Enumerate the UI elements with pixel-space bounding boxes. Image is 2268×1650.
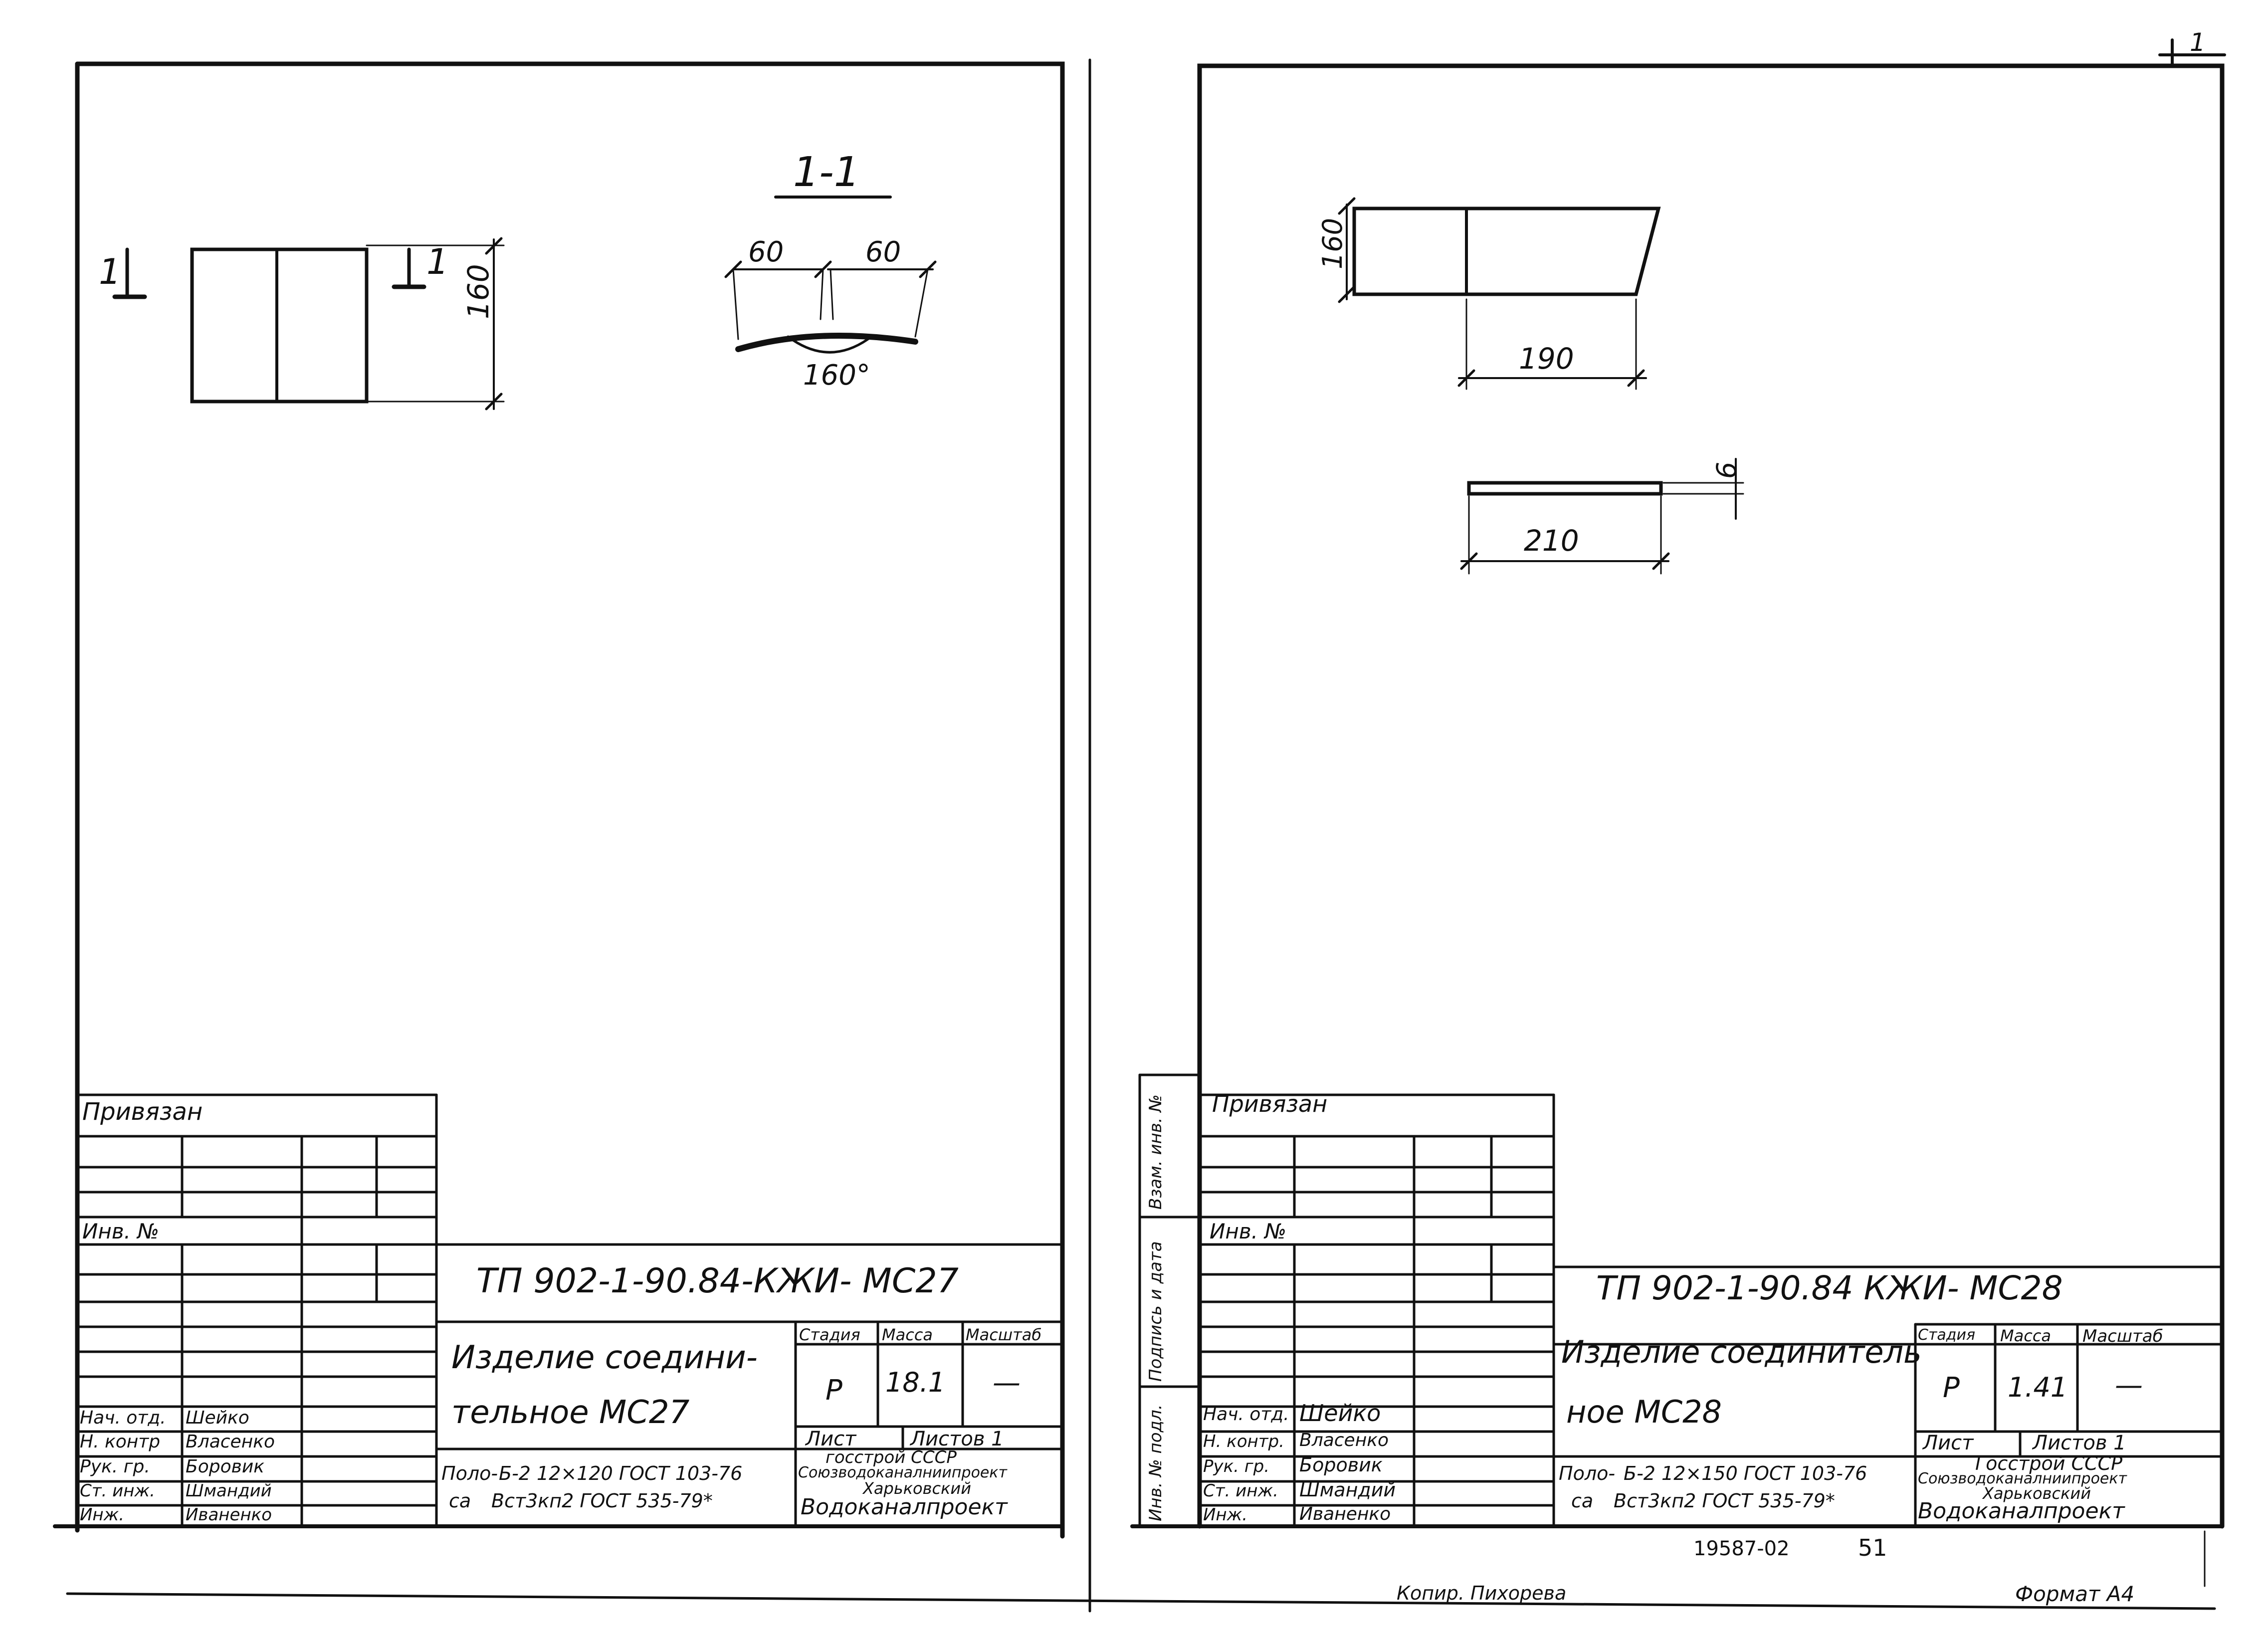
corner-mark: 1 [2190, 28, 2206, 57]
mc27-mass: 18.1 [885, 1367, 946, 1398]
sheet-mc28-title-block-lines [1138, 1073, 2224, 1528]
sheet-mc27-frame [53, 58, 1091, 1613]
mc28-designation: ТП 902-1-90.84 КЖИ- МС28 [1596, 1269, 2063, 1307]
mc27-title-line-2: тельное МС27 [451, 1394, 690, 1431]
mc28-org-line-4: Водоканалпроект [1918, 1498, 2125, 1524]
mc27-section-label: 1-1 [793, 149, 860, 196]
mc28-col-mass: Масса [2000, 1326, 2052, 1345]
mc28-material-2: Вст3кп2 ГОСТ 535-79* [1614, 1490, 1835, 1512]
mc27-staff-name-3: Боровик [186, 1456, 264, 1477]
mc28-material-prefix-2: са [1571, 1490, 1594, 1512]
mc27-section-mark-left: 1 [99, 251, 121, 292]
mc28-staff-role-5: Инж. [1203, 1505, 1248, 1525]
mc28-staff-name-1: Шейко [1299, 1400, 1381, 1427]
mc27-staff-name-5: Иваненко [186, 1505, 272, 1525]
mc27-height-dim: 160 [461, 264, 495, 319]
sheet-mc27-title-block-lines [76, 1093, 1064, 1528]
mc27-staff-role-3: Рук. гр. [80, 1456, 150, 1477]
mc27-sheet-label: Лист [806, 1428, 856, 1450]
mc28-inv-no-label: Инв. № [1210, 1219, 1287, 1243]
mc28-org-line-2: Союзводоканалниипроект [1918, 1470, 2127, 1487]
mc27-width-dim-2: 60 [865, 236, 901, 268]
mc27-elevation [112, 237, 505, 411]
mc27-title-line-1: Изделие соедини- [451, 1339, 758, 1376]
mc27-col-mass: Масса [882, 1325, 933, 1344]
copied-by: Копир. Пихорева [1397, 1582, 1567, 1604]
mc28-thickness-dim: 6 [1711, 461, 1742, 479]
mc27-staff-role-4: Ст. инж. [80, 1481, 155, 1501]
mc27-staff-role-2: Н. контр [80, 1432, 161, 1452]
mc27-designation: ТП 902-1-90.84-КЖИ- МС27 [476, 1261, 959, 1301]
mc28-sheets-label: Листов 1 [2033, 1432, 2126, 1454]
mc27-scale: — [993, 1367, 1021, 1399]
mc28-length-dim-2: 210 [1524, 524, 1579, 558]
mc27-attached-label: Привязан [82, 1098, 203, 1126]
bottom-rule [66, 1592, 2216, 1610]
mc28-stamp-sign-date: Подпись и дата [1146, 1241, 1166, 1382]
mc27-org-line-4: Водоканалпроект [801, 1494, 1008, 1520]
mc28-mass: 1.41 [2008, 1372, 2068, 1403]
mc27-material-prefix-2: са [449, 1490, 471, 1512]
mc27-material-prefix-1: Поло- [441, 1462, 498, 1484]
mc28-stage: Р [1943, 1372, 1960, 1404]
mc27-staff-name-2: Власенко [186, 1432, 275, 1452]
mc27-staff-role-1: Нач. отд. [80, 1408, 166, 1428]
mc27-org-line-3: Харьковский [863, 1479, 971, 1498]
mc28-title-line-1: Изделие соединитель [1561, 1334, 1922, 1370]
mc27-width-dim-1: 60 [748, 236, 784, 268]
mc28-stamp-inv-orig: Инв. № подл. [1146, 1404, 1166, 1521]
mc28-scale: — [2115, 1369, 2143, 1402]
mc28-staff-name-4: Шмандий [1299, 1479, 1396, 1501]
mc28-height-dim: 160 [1317, 217, 1348, 269]
mc28-staff-name-3: Боровик [1299, 1454, 1383, 1476]
mc27-angle-dim: 160° [803, 359, 870, 392]
mc28-elevation [1338, 197, 1661, 390]
mc27-stage: Р [825, 1374, 842, 1407]
mc28-stamp-replaced-inv: Взам. инв. № [1146, 1094, 1166, 1210]
mc27-staff-name-4: Шмандий [186, 1481, 272, 1501]
mc27-col-scale: Масштаб [966, 1325, 1042, 1344]
mc28-col-scale: Масштаб [2082, 1326, 2163, 1346]
paper-format: Формат А4 [2015, 1582, 2135, 1606]
mc28-staff-role-1: Нач. отд. [1203, 1404, 1289, 1425]
mc28-staff-role-4: Ст. инж. [1203, 1481, 1278, 1501]
mc27-org-line-2: Союзводоканалниипроект [798, 1464, 1007, 1481]
archive-code: 19587-02 [1693, 1537, 1790, 1560]
mc27-section [724, 196, 937, 354]
mc27-section-mark-right: 1 [426, 241, 449, 282]
mc27-staff-role-5: Инж. [80, 1505, 125, 1525]
mc27-material-2: Вст3кп2 ГОСТ 535-79* [491, 1490, 713, 1512]
mc28-staff-role-2: Н. контр. [1203, 1432, 1284, 1451]
mc28-staff-name-2: Власенко [1299, 1430, 1389, 1450]
mc27-col-stage: Стадия [799, 1325, 860, 1344]
sheet-mc28-frame [1130, 38, 2226, 1587]
mc28-plan [1460, 458, 1744, 575]
mc28-material-1: Б-2 12×150 ГОСТ 103-76 [1624, 1462, 1867, 1484]
mc28-material-prefix-1: Поло- [1559, 1462, 1616, 1484]
mc27-inv-no-label: Инв. № [82, 1219, 160, 1243]
mc28-attached-label: Привязан [1212, 1090, 1328, 1117]
mc27-material-1: Б-2 12×120 ГОСТ 103-76 [499, 1462, 743, 1484]
mc28-staff-role-3: Рук. гр. [1203, 1456, 1270, 1476]
mc28-length-dim: 190 [1519, 342, 1574, 376]
mc28-title-line-2: ное МС28 [1566, 1394, 1722, 1430]
mc28-staff-name-5: Иваненко [1299, 1504, 1391, 1524]
page-number: 51 [1858, 1534, 1887, 1561]
mc28-org-line-3: Харьковский [1983, 1484, 2091, 1503]
mc27-staff-name-1: Шейко [186, 1408, 249, 1428]
mc27-org-line-1: госстрой СССР [825, 1447, 957, 1467]
mc28-col-stage: Стадия [1918, 1326, 1976, 1344]
mc28-org-line-1: Госстрой СССР [1975, 1452, 2123, 1474]
mc27-sheets-label: Листов 1 [910, 1428, 1004, 1450]
mc28-sheet-label: Лист [1923, 1432, 1974, 1454]
